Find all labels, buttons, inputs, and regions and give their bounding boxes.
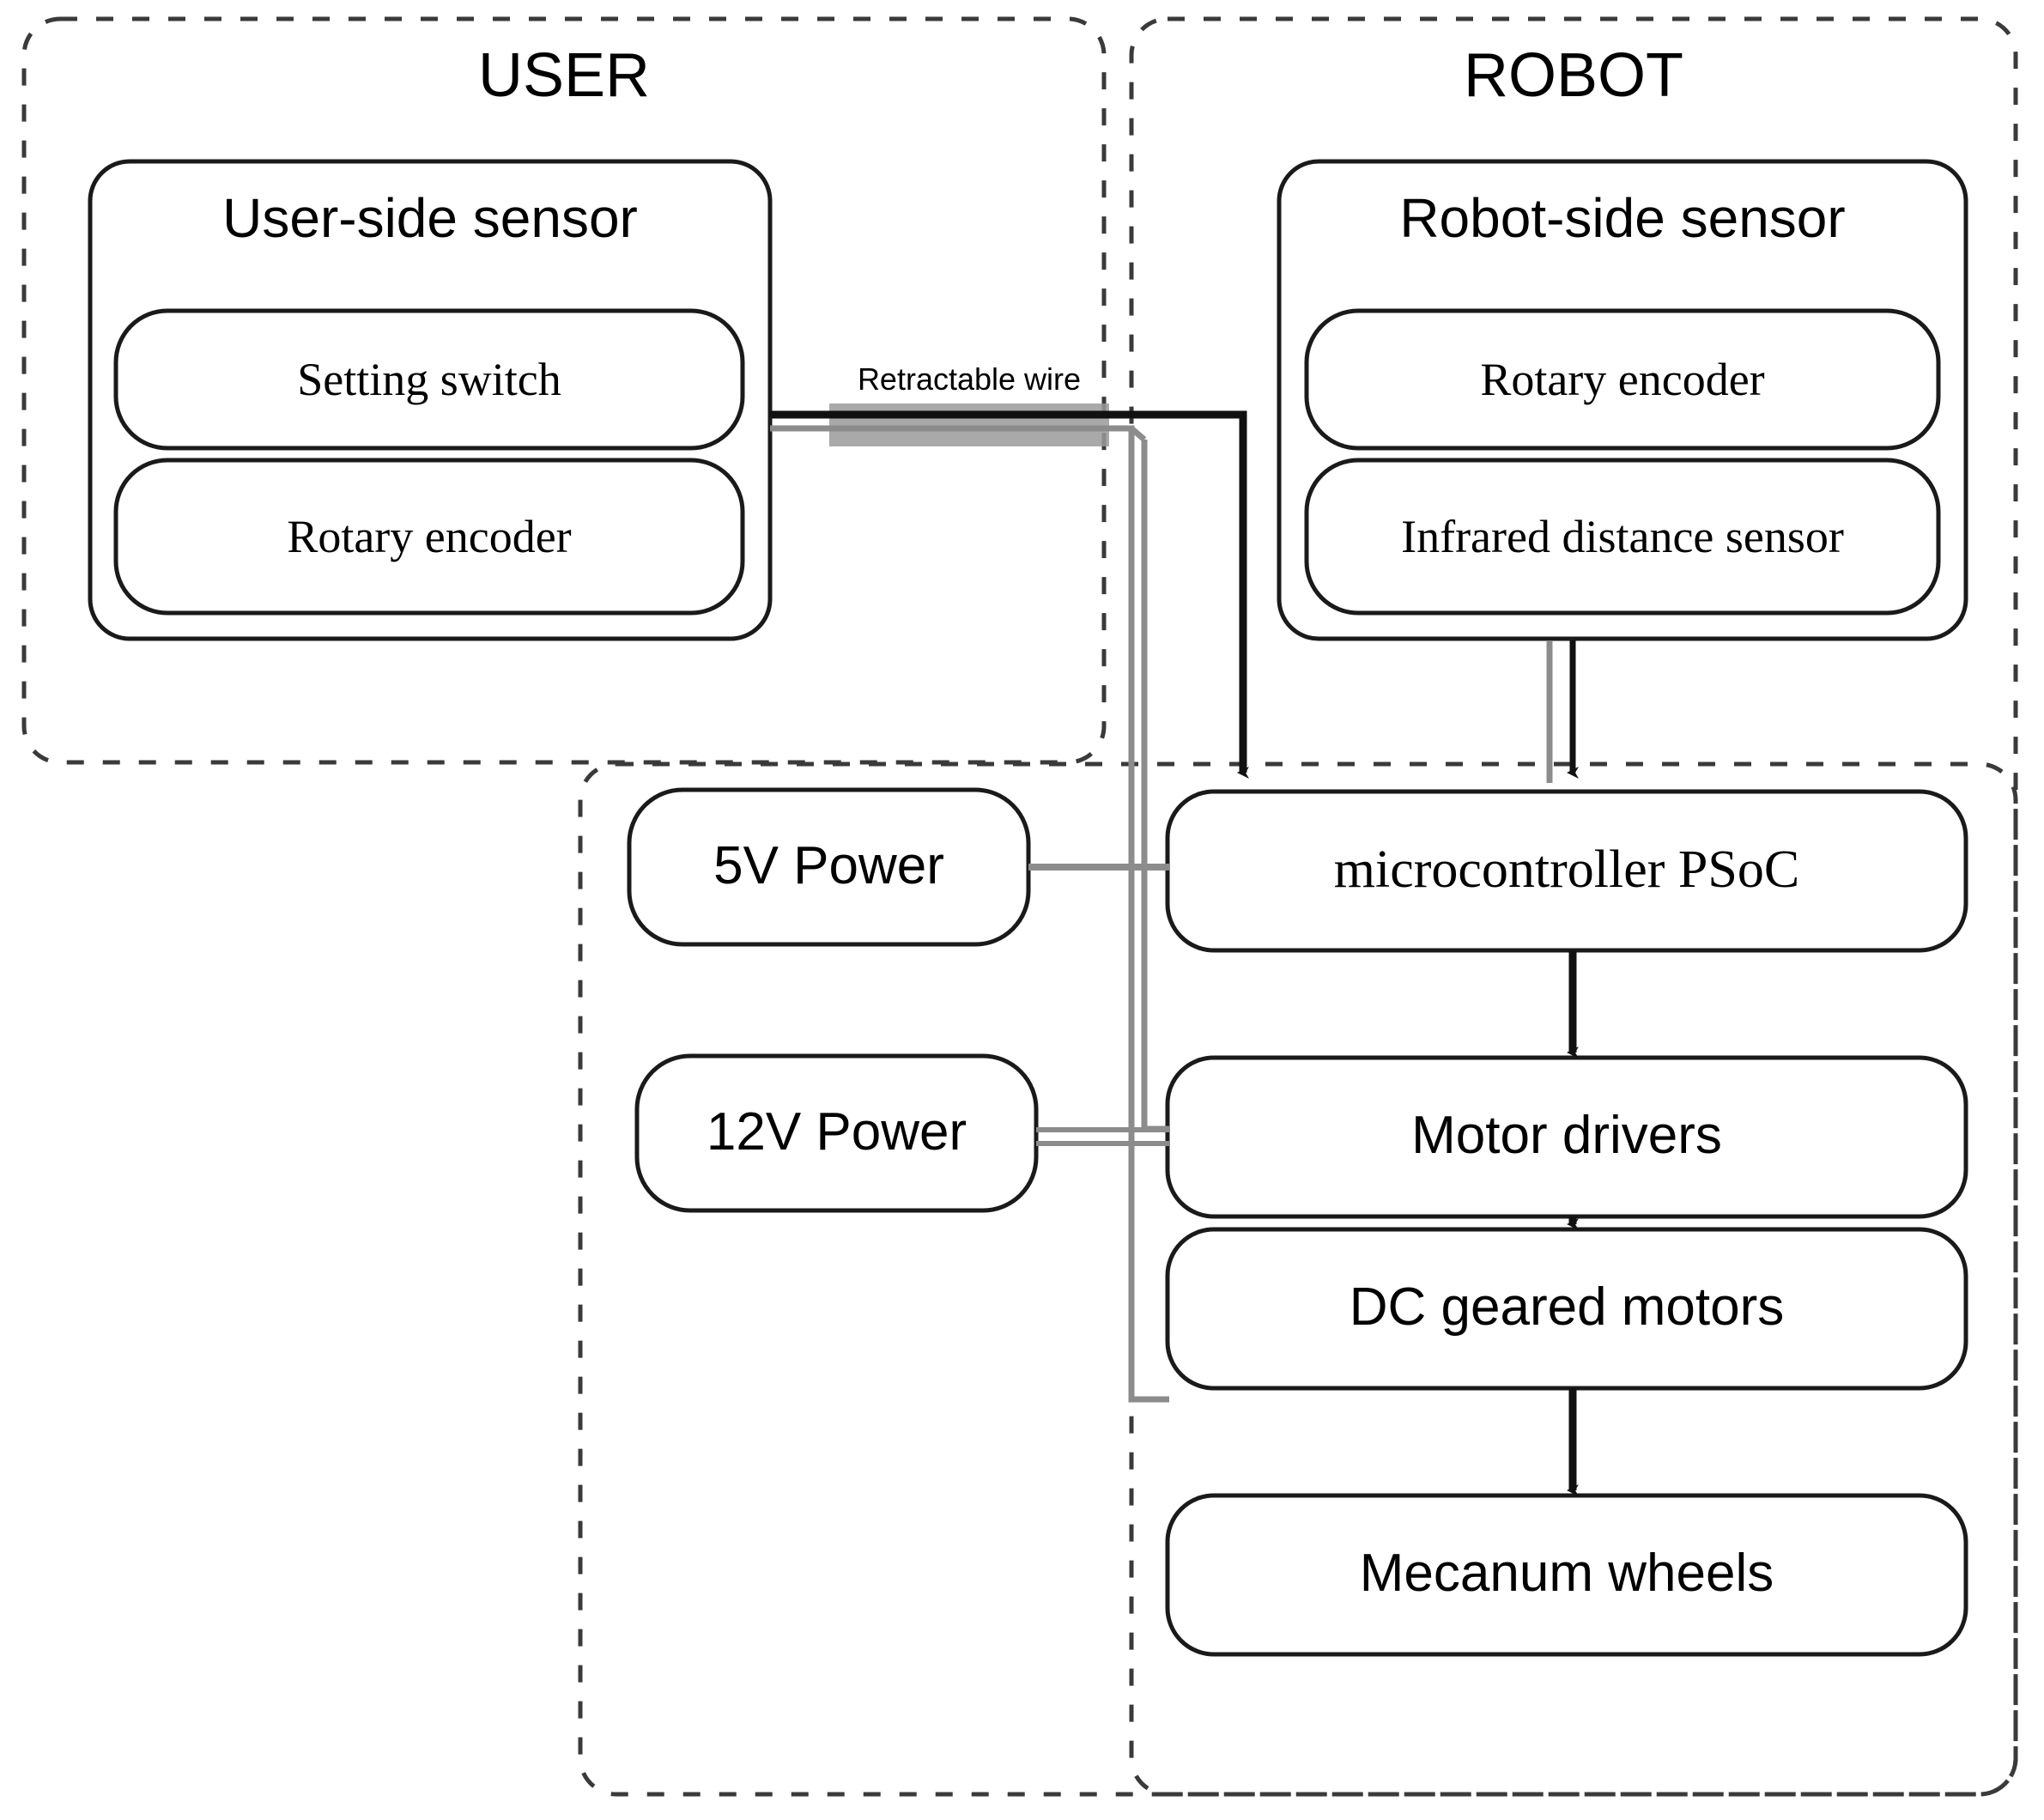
robot-rotary-encoder-label: Rotary encoder	[1480, 354, 1765, 405]
user-group-title: USER	[477, 41, 651, 110]
retractable-wire-band	[829, 403, 1109, 446]
drive-group-boundary	[578, 761, 2018, 1797]
motor-drivers-label: Motor drivers	[1411, 1106, 1722, 1165]
power-5v-label: 5V Power	[713, 836, 944, 895]
microcontroller-label: microcontroller PSoC	[1333, 840, 1800, 899]
user-power-wire-stub	[1129, 426, 1147, 442]
user-power-wire-inner	[1141, 440, 1169, 1132]
robot-group-boundary	[1129, 16, 2018, 1797]
robot-group-title: ROBOT	[1463, 41, 1683, 110]
power-12v-label: 12V Power	[706, 1102, 967, 1162]
user-rotary-encoder-label: Rotary encoder	[287, 511, 572, 562]
infrared-distance-sensor-label: Infrared distance sensor	[1401, 511, 1844, 562]
robot-side-sensor-title: Robot-side sensor	[1399, 187, 1846, 249]
retractable-wire-label: Retractable wire	[857, 361, 1082, 397]
user-signal-line	[770, 410, 1249, 779]
dc-geared-motors-label: DC geared motors	[1349, 1277, 1785, 1337]
mecanum-wheels-label: Mecanum wheels	[1359, 1544, 1774, 1603]
user-side-sensor-title: User-side sensor	[222, 187, 638, 249]
user-power-wire-outer	[770, 425, 1169, 1403]
setting-switch-label: Setting switch	[297, 354, 561, 405]
